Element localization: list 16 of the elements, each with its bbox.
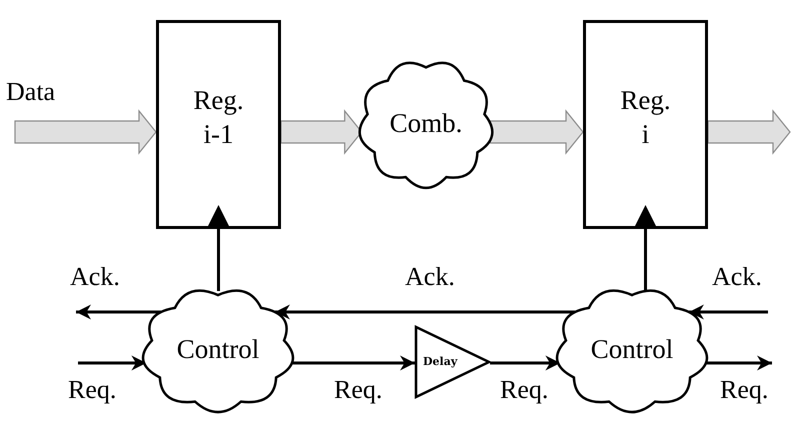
block-arrow <box>490 109 584 155</box>
node-label: Control <box>176 333 260 366</box>
node-label: Delay <box>423 355 458 369</box>
node-label: Reg. i-1 <box>192 84 245 150</box>
arrow <box>274 304 576 320</box>
arrow <box>206 205 230 292</box>
node-label: Reg. i <box>619 84 672 150</box>
register-box <box>156 20 281 229</box>
node-label: Control <box>590 333 674 366</box>
node-label: Comb. <box>390 107 462 140</box>
arrow <box>634 205 658 292</box>
arrow <box>76 304 162 320</box>
block-arrow <box>707 109 791 155</box>
register-box <box>583 20 708 229</box>
arrow <box>688 304 768 320</box>
block-arrow <box>14 109 157 155</box>
